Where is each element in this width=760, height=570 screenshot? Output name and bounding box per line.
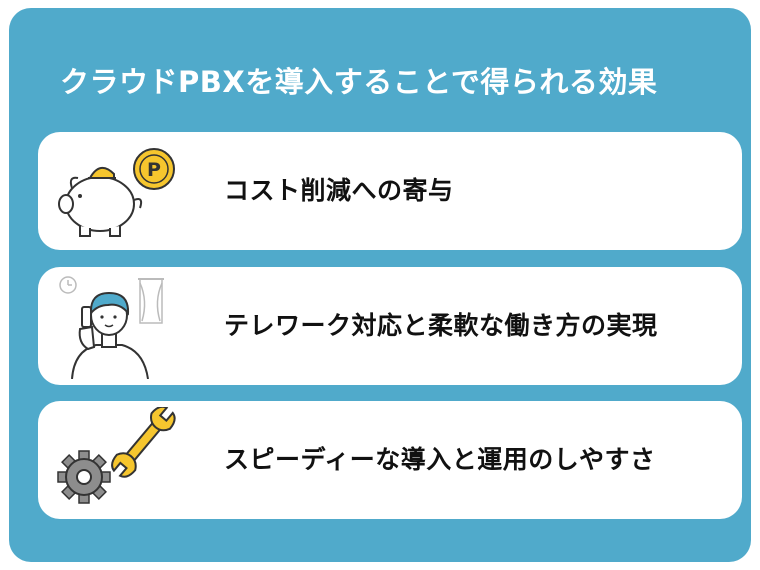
effect-card-deployment: スピーディーな導入と運用のしやすさ <box>38 401 742 519</box>
effect-label-deployment: スピーディーな導入と運用のしやすさ <box>224 445 656 474</box>
page-title: クラウドPBXを導入することで得られる効果 <box>60 65 658 99</box>
effect-label-cost: コスト削減への寄与 <box>224 176 454 205</box>
effects-panel: クラウドPBXを導入することで得られる効果 P コスト削減への <box>9 8 751 562</box>
effect-card-telework: テレワーク対応と柔軟な働き方の実現 <box>38 267 742 385</box>
piggy-bank-coin-icon: P <box>52 138 182 244</box>
gear-wrench-icon <box>52 407 182 513</box>
coin-letter: P <box>147 159 161 181</box>
effect-card-cost: P コスト削減への寄与 <box>38 132 742 250</box>
person-on-phone-icon <box>52 273 182 379</box>
effect-label-telework: テレワーク対応と柔軟な働き方の実現 <box>224 311 658 340</box>
